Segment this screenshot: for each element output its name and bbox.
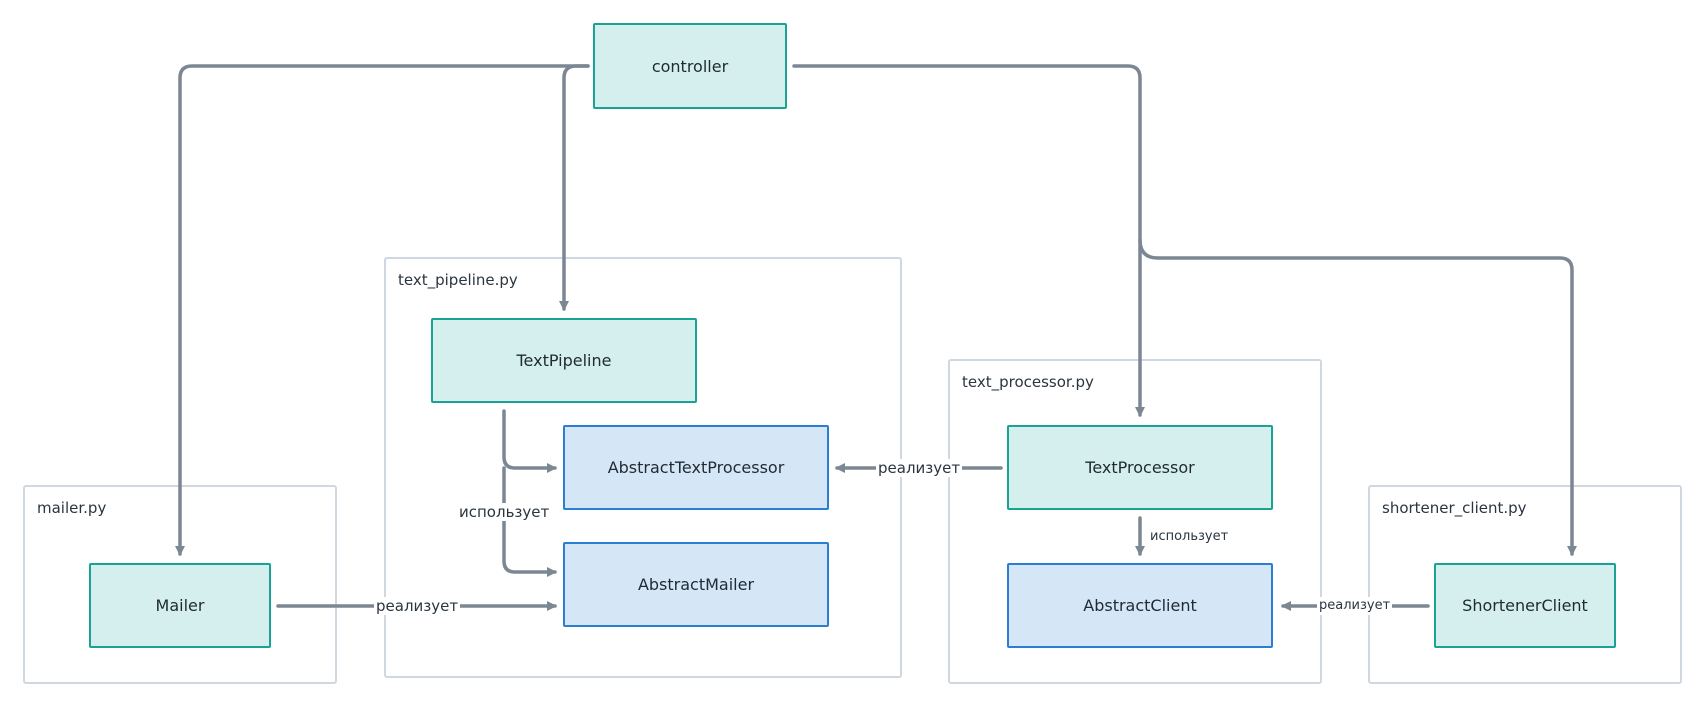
edge-label-processor-implements: реализует xyxy=(876,459,963,477)
edge-controller-text-pipeline xyxy=(559,64,590,311)
edge-label-pipeline-uses: использует xyxy=(457,503,552,521)
group-title-shortener-client: shortener_client.py xyxy=(1382,499,1527,517)
group-title-mailer: mailer.py xyxy=(37,499,107,517)
edge-label-mailer-implements: реализует xyxy=(374,597,461,615)
node-abstract-text-processor[interactable]: AbstractTextProcessor xyxy=(563,425,829,510)
edge-controller-mailer xyxy=(175,64,590,556)
node-mailer[interactable]: Mailer xyxy=(89,563,271,648)
group-title-text-pipeline: text_pipeline.py xyxy=(398,271,518,289)
edge-controller-text-processor xyxy=(792,64,1145,417)
group-title-text-processor: text_processor.py xyxy=(962,373,1094,391)
node-abstract-mailer[interactable]: AbstractMailer xyxy=(563,542,829,627)
edge-controller-shortener-client xyxy=(1138,238,1577,556)
node-text-pipeline[interactable]: TextPipeline xyxy=(431,318,697,403)
node-shortener-client[interactable]: ShortenerClient xyxy=(1434,563,1616,648)
group-text-processor: text_processor.py xyxy=(948,359,1322,684)
edge-pipeline-uses-abstract-mailer xyxy=(502,466,557,577)
group-shortener-client: shortener_client.py xyxy=(1368,485,1682,684)
node-text-processor[interactable]: TextProcessor xyxy=(1007,425,1273,510)
node-abstract-client[interactable]: AbstractClient xyxy=(1007,563,1273,648)
edge-pipeline-uses-abstract-text-processor xyxy=(502,409,557,473)
node-controller[interactable]: controller xyxy=(593,23,787,109)
edge-label-client-implements: реализует xyxy=(1317,597,1393,615)
edge-label-processor-uses: использует xyxy=(1148,528,1231,546)
